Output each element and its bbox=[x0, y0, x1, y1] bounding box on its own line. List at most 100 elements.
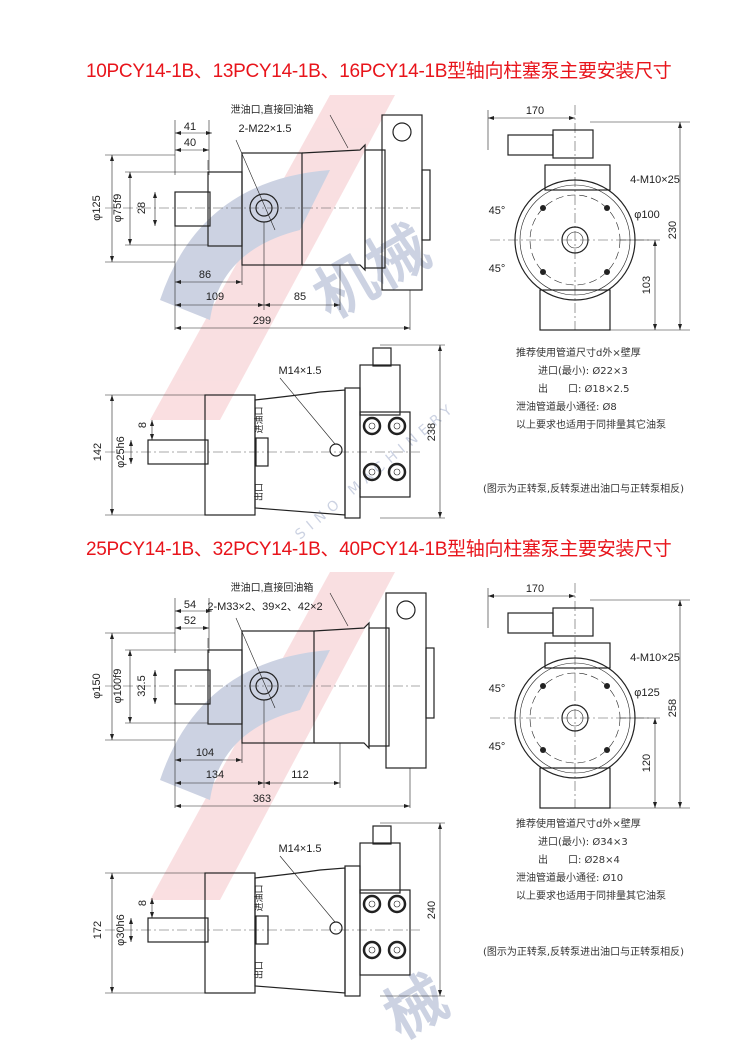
dimension-arrow bbox=[129, 918, 133, 942]
pump-body bbox=[241, 630, 315, 744]
outlet-label: 出口 bbox=[253, 961, 264, 979]
cap-screw bbox=[362, 416, 382, 436]
valve-boss bbox=[421, 169, 431, 241]
end-cap bbox=[344, 387, 361, 519]
bolt-hole bbox=[540, 747, 546, 753]
dia-pilot-label: φ100f9 bbox=[112, 669, 124, 704]
dia-pilot-label: φ75f9 bbox=[112, 194, 124, 223]
dim-41-label: 54 bbox=[184, 599, 196, 611]
shaft-end bbox=[561, 704, 589, 732]
side-height-label: 172 bbox=[92, 921, 104, 939]
bolt-hole bbox=[540, 683, 546, 689]
bolt-hole bbox=[604, 747, 610, 753]
shaft-bore bbox=[566, 709, 584, 727]
notes-heading: 推荐使用管道尺寸d外×壁厚 bbox=[516, 348, 641, 359]
dim-109-label: 109 bbox=[206, 291, 224, 303]
dim-85-label: 85 bbox=[294, 291, 306, 303]
dim-40-label: 52 bbox=[184, 615, 196, 627]
port-thread-label: M14×1.5 bbox=[278, 365, 321, 377]
section1-caption: (图示为正转泵,反转泵进出油口与正转泵相反) bbox=[483, 484, 684, 495]
neck bbox=[544, 642, 611, 669]
elbow bbox=[552, 607, 594, 637]
notes-drain: 泄油管道最小通径: Ø8 bbox=[516, 402, 617, 413]
shaft-dia-label: φ30h6 bbox=[115, 914, 127, 946]
dimension-arrow bbox=[150, 420, 154, 440]
flow-arrow-box bbox=[255, 437, 269, 467]
mounting-flange bbox=[207, 171, 243, 247]
leader-line bbox=[279, 855, 336, 923]
bolt-hole bbox=[604, 205, 610, 211]
leader-line bbox=[279, 377, 336, 445]
section2-caption: (图示为正转泵,反转泵进出油口与正转泵相反) bbox=[483, 947, 684, 958]
drain-thread-label: 2-M22×1.5 bbox=[239, 123, 292, 135]
bolts-label: 4-M10×25 bbox=[630, 652, 680, 664]
cap-screw bbox=[387, 462, 407, 482]
shaft bbox=[174, 191, 211, 227]
angle-upper-label: 45° bbox=[489, 683, 506, 695]
port-body bbox=[204, 394, 256, 516]
outlet-label: 出口 bbox=[253, 483, 264, 501]
notes-applies: 以上要求也适用于同排量其它油泵 bbox=[516, 420, 666, 431]
pump-body bbox=[241, 152, 303, 266]
angle-upper-label: 45° bbox=[489, 205, 506, 217]
bolt-circle-label: φ100 bbox=[634, 209, 660, 221]
cap-screw-center bbox=[368, 468, 376, 476]
end-height-label: 230 bbox=[667, 221, 679, 239]
leader-line bbox=[235, 617, 276, 709]
port-body bbox=[204, 872, 256, 994]
dim-40-label: 40 bbox=[184, 137, 196, 149]
bolt-hole bbox=[540, 205, 546, 211]
end-cap bbox=[344, 865, 361, 997]
bolt-hole bbox=[604, 683, 610, 689]
valve-stem bbox=[359, 364, 401, 416]
cap-screw bbox=[387, 940, 407, 960]
cap-screw bbox=[387, 416, 407, 436]
valve-top bbox=[372, 347, 392, 367]
section1-title: 10PCY14-1B、13PCY14-1B、16PCY14-1B型轴向柱塞泵主要… bbox=[86, 61, 672, 82]
neck bbox=[544, 164, 611, 191]
end-width-label: 170 bbox=[526, 583, 544, 595]
side-key-label: 8 bbox=[137, 422, 149, 428]
bolt-hole bbox=[540, 269, 546, 275]
flow-arrow-box bbox=[255, 915, 269, 945]
dim-41-label: 41 bbox=[184, 121, 196, 133]
foot bbox=[539, 767, 611, 809]
pump-housing bbox=[301, 143, 366, 272]
shaft bbox=[147, 439, 209, 465]
drain-port-inner bbox=[255, 677, 273, 695]
mounting-flange bbox=[207, 649, 243, 725]
notes-inlet: 进口(最小): Ø34×3 bbox=[538, 837, 628, 848]
end-cap bbox=[364, 149, 386, 269]
end-width-label: 170 bbox=[526, 105, 544, 117]
cap-screw-center bbox=[393, 946, 401, 954]
shaft-end bbox=[561, 226, 589, 254]
dimension-arrow bbox=[150, 898, 154, 918]
cap-screw-center bbox=[393, 468, 401, 476]
dim-total-label: 363 bbox=[253, 793, 271, 805]
shaft bbox=[147, 917, 209, 943]
shaft bbox=[174, 669, 211, 705]
elbow bbox=[552, 129, 594, 159]
key-dim-label: 32.5 bbox=[136, 675, 148, 696]
valve-boss bbox=[425, 647, 435, 719]
dia-body-label: φ125 bbox=[91, 195, 103, 221]
cap-screw bbox=[362, 894, 382, 914]
angle-lower-label: 45° bbox=[489, 263, 506, 275]
section1-notes: 推荐使用管道尺寸d外×壁厚 进口(最小): Ø22×3 出 口: Ø18×2.5… bbox=[516, 345, 666, 435]
leader-line bbox=[329, 592, 349, 627]
valve-top bbox=[372, 825, 392, 845]
drain-label: 泄油口,直接回油箱 bbox=[231, 581, 314, 594]
notes-heading: 推荐使用管道尺寸d外×壁厚 bbox=[516, 819, 641, 830]
dim-86-label: 104 bbox=[196, 747, 214, 759]
side-key-label: 8 bbox=[137, 900, 149, 906]
